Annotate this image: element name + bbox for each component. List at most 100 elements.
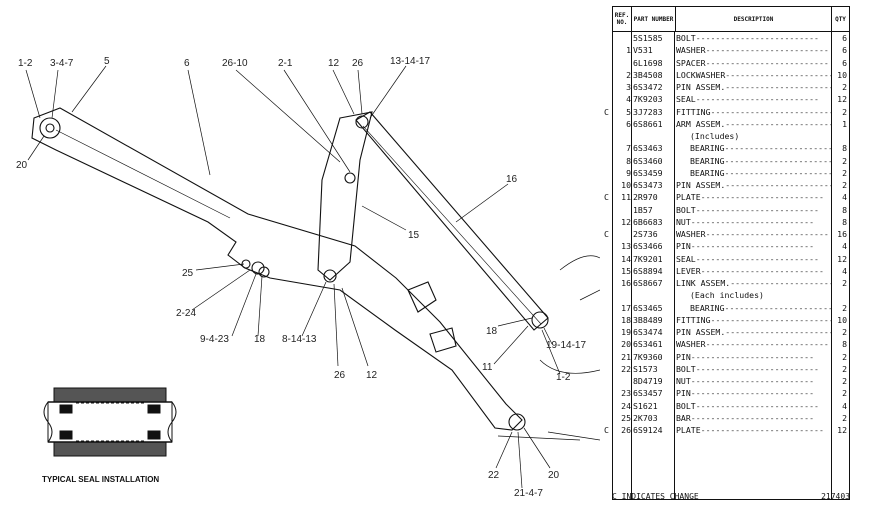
description: FITTING------------------------- [676, 314, 831, 325]
description: LEVER------------------------- [676, 265, 824, 276]
change-mark: C [604, 425, 609, 435]
ref-no: 19 [621, 327, 631, 337]
lever [317, 111, 373, 281]
quantity: 2 [842, 167, 847, 178]
part-number: 6B6683 [633, 216, 663, 227]
callout: 18 [254, 334, 266, 345]
quantity: 4 [842, 265, 847, 276]
description: ARM ASSEM.------------------------- [676, 118, 831, 129]
callout: 1-2 [18, 58, 33, 69]
ref-no: 5 [626, 106, 631, 117]
table-footer: C INDICATES CHANGE 217403 [612, 492, 850, 501]
quantity: 6 [842, 33, 847, 43]
part-number: 6S3461 [633, 339, 663, 350]
ref-no: 9 [626, 167, 631, 178]
ref-no: 16 [621, 278, 631, 288]
part-number: S1573 [633, 363, 658, 374]
quantity: 1 [842, 118, 847, 129]
ref-no: 18 [621, 314, 631, 325]
description: WASHER------------------------- [676, 45, 829, 56]
quantity: 6 [842, 57, 847, 68]
ref-no: 25 [621, 412, 631, 423]
callout: 8-14-13 [282, 334, 317, 345]
description: (Each includes) [690, 290, 764, 301]
quantity: 8 [842, 143, 847, 154]
description: NUT------------------------- [676, 216, 815, 227]
ref-no: 20 [621, 339, 631, 350]
callout: 26 [352, 58, 364, 69]
callout: 26 [334, 370, 346, 381]
table-row: 23B4508LOCKWASHER-----------------------… [613, 69, 849, 81]
part-number: 6S3463 [633, 143, 663, 154]
arm-assembly [31, 107, 523, 431]
ref-no: 1 [626, 45, 631, 56]
quantity: 2 [842, 363, 847, 374]
callout: 13-14-17 [390, 56, 430, 67]
part-number: 6S8667 [633, 278, 663, 288]
callout: 2-1 [278, 58, 293, 69]
pin-bucket [508, 413, 526, 431]
part-number: 6S3457 [633, 388, 663, 399]
part-number: S1621 [633, 400, 658, 411]
description: PIN ASSEM.------------------------- [676, 82, 831, 92]
change-mark: C [604, 192, 609, 203]
ref-no: 4 [626, 94, 631, 105]
part-number: 1B57 [633, 204, 653, 215]
callout: 12 [328, 58, 340, 69]
quantity: 4 [842, 192, 847, 203]
callout: 20 [548, 470, 560, 481]
quantity: 6 [842, 45, 847, 56]
change-mark: C [604, 229, 609, 239]
part-number: V531 [633, 45, 653, 56]
link-assembly [355, 111, 549, 331]
ref-no: 24 [621, 400, 631, 411]
callout: 12 [366, 370, 378, 381]
description: PIN------------------------- [676, 351, 815, 362]
callout: 3-4-7 [50, 58, 74, 69]
description: SEAL------------------------- [676, 94, 819, 105]
ref-no: 17 [621, 302, 631, 313]
change-mark: C [604, 106, 609, 117]
part-number: 8D4719 [633, 376, 663, 386]
quantity: 2 [842, 388, 847, 399]
description: BOLT------------------------- [676, 363, 819, 374]
seal-installation-inset [43, 387, 177, 457]
parts-list-table: REF. NO. PART NUMBER DESCRIPTION QTY 5S1… [604, 6, 850, 500]
pin-link-end [531, 311, 549, 329]
description: PIN ASSEM.------------------------- [676, 180, 831, 190]
table-header: REF. NO. PART NUMBER DESCRIPTION QTY [613, 7, 849, 32]
ref-no: 2 [626, 69, 631, 80]
pin-left [39, 117, 61, 139]
description: WASHER------------------------- [676, 229, 829, 239]
part-number: 6S8894 [633, 265, 663, 276]
quantity: 10 [837, 69, 847, 80]
description: BEARING------------------------- [690, 143, 831, 154]
part-number: 3J7283 [633, 106, 663, 117]
description: PLATE------------------------- [676, 192, 824, 203]
header-ref: REF. NO. [613, 7, 632, 31]
description: LOCKWASHER------------------------- [676, 69, 831, 80]
table-row: (Each includes) [613, 289, 849, 301]
quantity: 2 [842, 82, 847, 92]
ref-no: 7 [626, 143, 631, 154]
table-row: 176S3465BEARING-------------------------… [613, 302, 849, 314]
callouts: 1-2 3-4-7 5 6 26-10 2-1 12 26 13-14-17 2… [16, 56, 586, 499]
